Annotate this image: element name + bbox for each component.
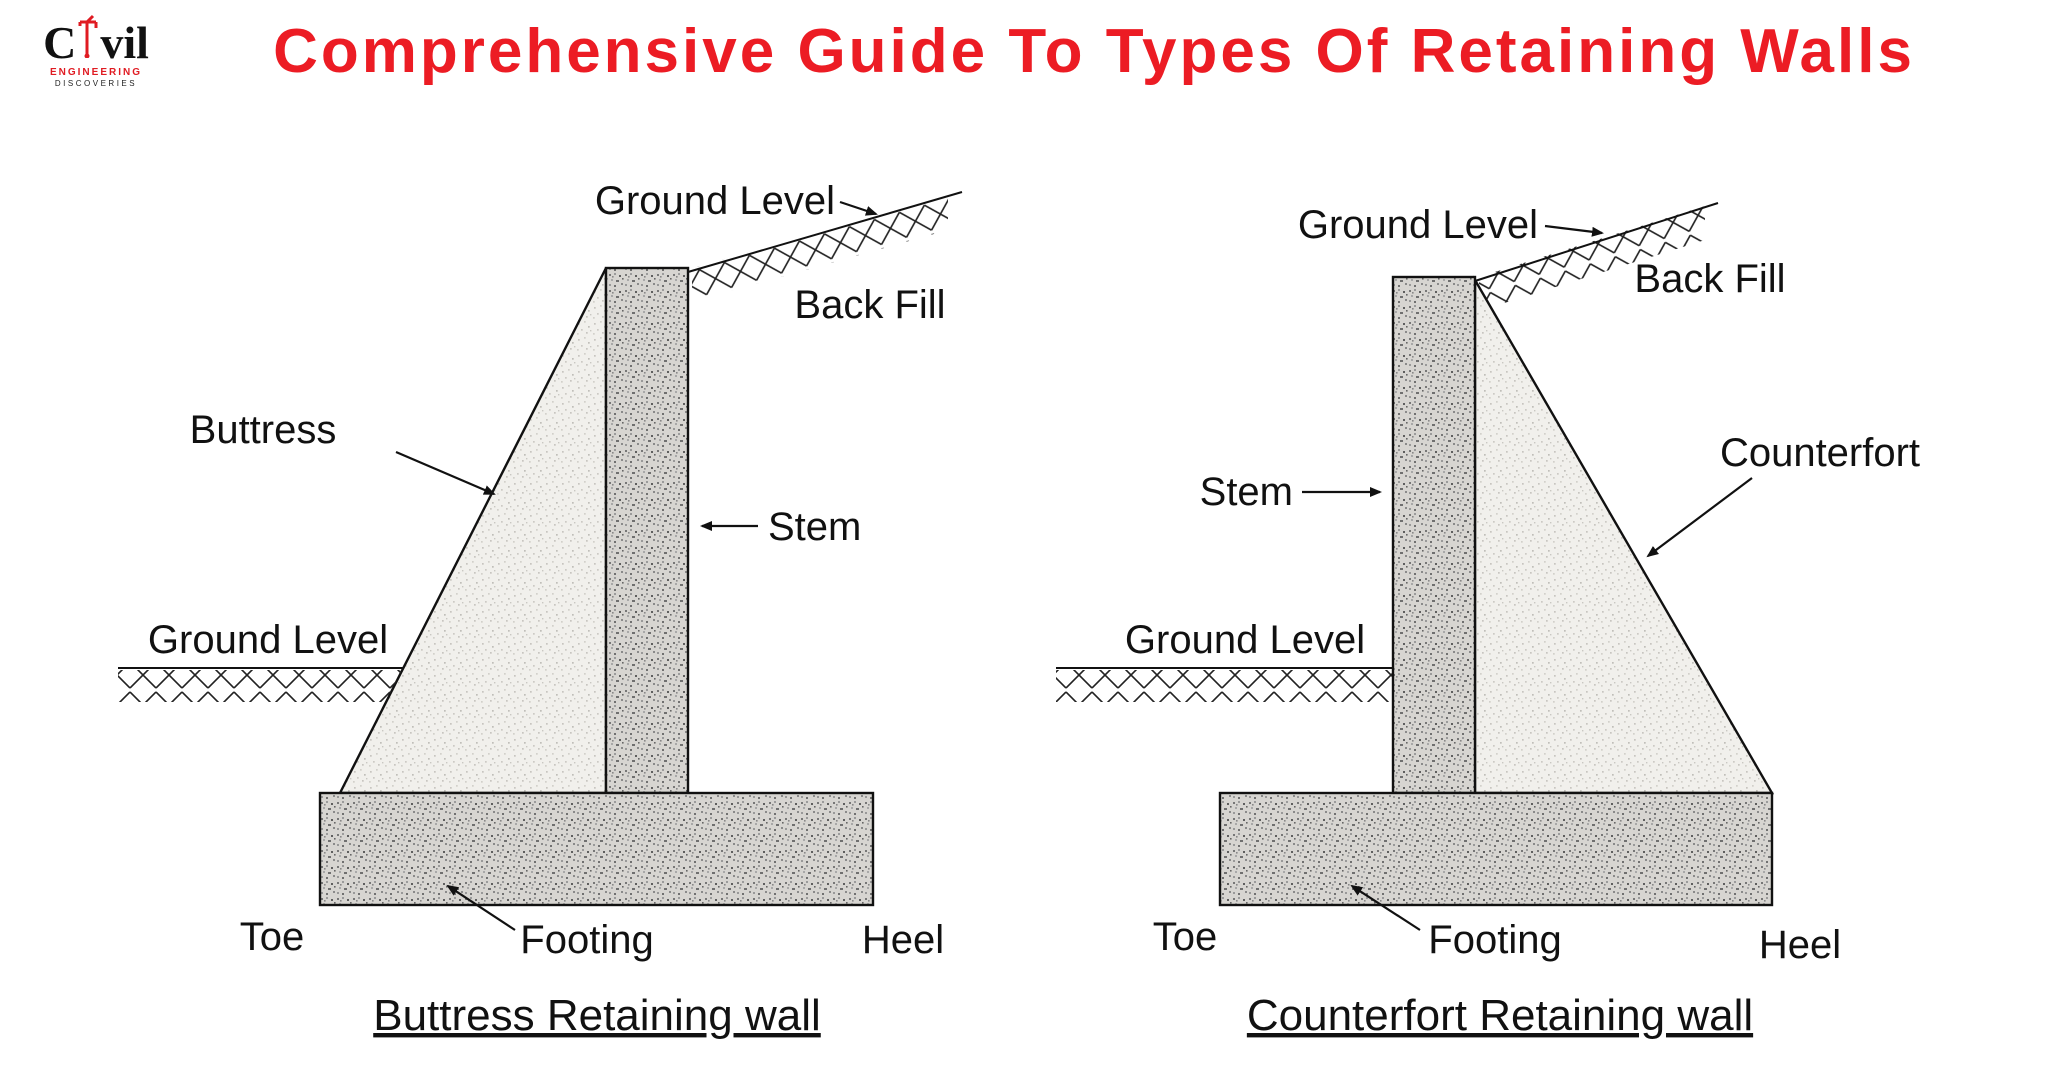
buttress-footing-label: Footing	[520, 918, 653, 962]
buttress-arrow	[395, 450, 496, 496]
buttress-footing-shape	[318, 791, 875, 907]
counterfort-footing-arrow	[1350, 884, 1421, 931]
counterfort-back-fill-label: Back Fill	[1634, 257, 1785, 301]
counterfort-arrow	[1646, 477, 1753, 558]
counterfort-diagram: Ground Level Back Fill Stem Counterfort …	[1056, 202, 1920, 1040]
buttress-footing-arrow	[446, 884, 516, 931]
crane-icon	[77, 14, 99, 66]
buttress-toe-label: Toe	[240, 915, 305, 959]
counterfort-caption: Counterfort Retaining wall	[1247, 991, 1753, 1040]
page-title: Comprehensive Guide To Types Of Retainin…	[273, 17, 1915, 86]
counterfort-footing-label: Footing	[1428, 918, 1561, 962]
counterfort-stem-label: Stem	[1200, 470, 1293, 514]
buttress-caption: Buttress Retaining wall	[373, 991, 821, 1040]
counterfort-ground-slope-line	[1474, 202, 1719, 282]
buttress-diagram: Ground Level Back Fill Buttress Stem Gro…	[118, 179, 963, 1040]
buttress-heel-label: Heel	[862, 918, 944, 962]
counterfort-shape	[1473, 275, 1775, 795]
site-logo: C vil ENGINEERING DISCOVERIES	[28, 14, 164, 88]
counterfort-ground-hatch	[1056, 670, 1392, 702]
counterfort-ground-level-top-arrow	[1544, 224, 1604, 237]
buttress-ground-level-left-label: Ground Level	[148, 618, 388, 662]
buttress-stem-shape	[604, 266, 690, 795]
logo-word-part2: vil	[100, 17, 149, 68]
buttress-backfill-hatch	[692, 196, 948, 302]
buttress-ground-hatch	[118, 670, 402, 702]
buttress-ground-slope-line	[687, 191, 963, 273]
buttress-back-fill-label: Back Fill	[794, 283, 945, 327]
counterfort-ground-level-left-label: Ground Level	[1125, 618, 1365, 662]
logo-word-part1: C	[43, 17, 77, 68]
logo-wordmark: C vil	[28, 14, 164, 66]
buttress-stem-label: Stem	[768, 505, 861, 549]
counterfort-heel-label: Heel	[1759, 923, 1841, 967]
buttress-ground-level-top-arrow	[839, 200, 878, 216]
counterfort-toe-label: Toe	[1153, 915, 1218, 959]
buttress-ground-level-top-label: Ground Level	[595, 179, 835, 223]
buttress-shape	[338, 267, 608, 795]
counterfort-footing-shape	[1218, 791, 1774, 907]
counterfort-label: Counterfort	[1720, 431, 1920, 475]
logo-subtitle-engineering: ENGINEERING	[49, 67, 142, 78]
buttress-label: Buttress	[190, 408, 337, 452]
counterfort-backfill-hatch	[1479, 206, 1705, 311]
logo-subtitle-discoveries: DISCOVERIES	[54, 79, 138, 88]
counterfort-ground-level-top-label: Ground Level	[1298, 203, 1538, 247]
counterfort-stem-shape	[1391, 275, 1477, 795]
